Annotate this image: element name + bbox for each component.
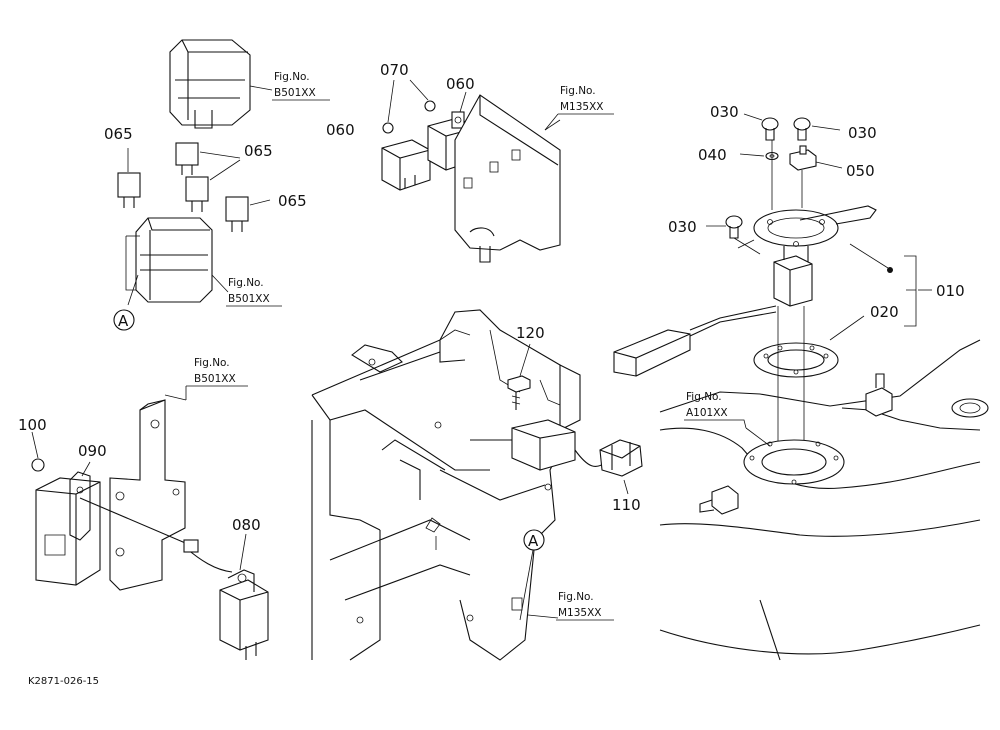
- fuse-065-group: [117, 142, 271, 232]
- fig-label: Fig.No.: [228, 277, 264, 289]
- frame-main: [311, 309, 581, 661]
- part-label-030: 030: [710, 103, 739, 121]
- callout-letter: A: [528, 532, 539, 550]
- part-label-060: 060: [326, 121, 355, 139]
- part-label-010: 010: [936, 282, 965, 300]
- fig-number: M135XX: [560, 101, 604, 113]
- fig-ref-m135-bottom: Fig.No. M135XX: [556, 591, 614, 621]
- bracket-m135-top: [454, 94, 561, 263]
- fig-label: Fig.No.: [560, 85, 596, 97]
- callout-a-left: A: [113, 309, 135, 331]
- part-number-labels: 065 065 065 070 060 060 030 030 040 050 …: [18, 61, 965, 534]
- controller-090: [31, 431, 101, 586]
- fig-ref-b501-top: Fig.No. B501XX: [249, 71, 330, 101]
- fig-ref-a101: Fig.No. A101XX: [684, 391, 747, 429]
- gasket-020: [753, 315, 865, 378]
- fig-label: Fig.No.: [558, 591, 594, 603]
- fig-number: B501XX: [194, 373, 236, 385]
- buzzer-080: [183, 533, 269, 660]
- bracket-b501-left: [79, 394, 191, 591]
- part-label-110: 110: [612, 496, 641, 514]
- fig-number: A101XX: [686, 407, 728, 419]
- fig-label: Fig.No.: [686, 391, 722, 403]
- fig-label: Fig.No.: [274, 71, 310, 83]
- fig-ref-m135-top: Fig.No. M135XX: [544, 85, 614, 131]
- callout-letter: A: [118, 312, 129, 330]
- part-label-060: 060: [446, 75, 475, 93]
- part-label-100: 100: [18, 416, 47, 434]
- relay-block-top: [169, 39, 251, 129]
- part-label-120: 120: [516, 324, 545, 342]
- fuse-box-lower: [125, 217, 229, 306]
- part-label-030: 030: [848, 124, 877, 142]
- part-label-070: 070: [380, 61, 409, 79]
- bolt-120: [507, 343, 531, 410]
- fig-number: B501XX: [274, 87, 316, 99]
- callout-a-center-leader: [519, 549, 559, 621]
- fig-number: B501XX: [228, 293, 270, 305]
- part-label-040: 040: [698, 146, 727, 164]
- part-label-030: 030: [668, 218, 697, 236]
- part-label-065: 065: [278, 192, 307, 210]
- reference-code: K2871-026-15: [28, 676, 99, 687]
- part-label-065: 065: [244, 142, 273, 160]
- part-label-050: 050: [846, 162, 875, 180]
- part-label-080: 080: [232, 516, 261, 534]
- part-label-020: 020: [870, 303, 899, 321]
- fig-number: M135XX: [558, 607, 602, 619]
- fuel-tank-a101: [659, 339, 989, 661]
- fuel-sender-010: [613, 205, 932, 377]
- part-label-090: 090: [78, 442, 107, 460]
- fig-ref-b501-left: Fig.No. B501XX: [185, 357, 248, 400]
- sensor-110: [511, 419, 643, 495]
- part-label-065: 065: [104, 125, 133, 143]
- fig-ref-b501-mid: Fig.No. B501XX: [226, 277, 282, 307]
- fig-label: Fig.No.: [194, 357, 230, 369]
- callout-a-center: A: [523, 529, 545, 551]
